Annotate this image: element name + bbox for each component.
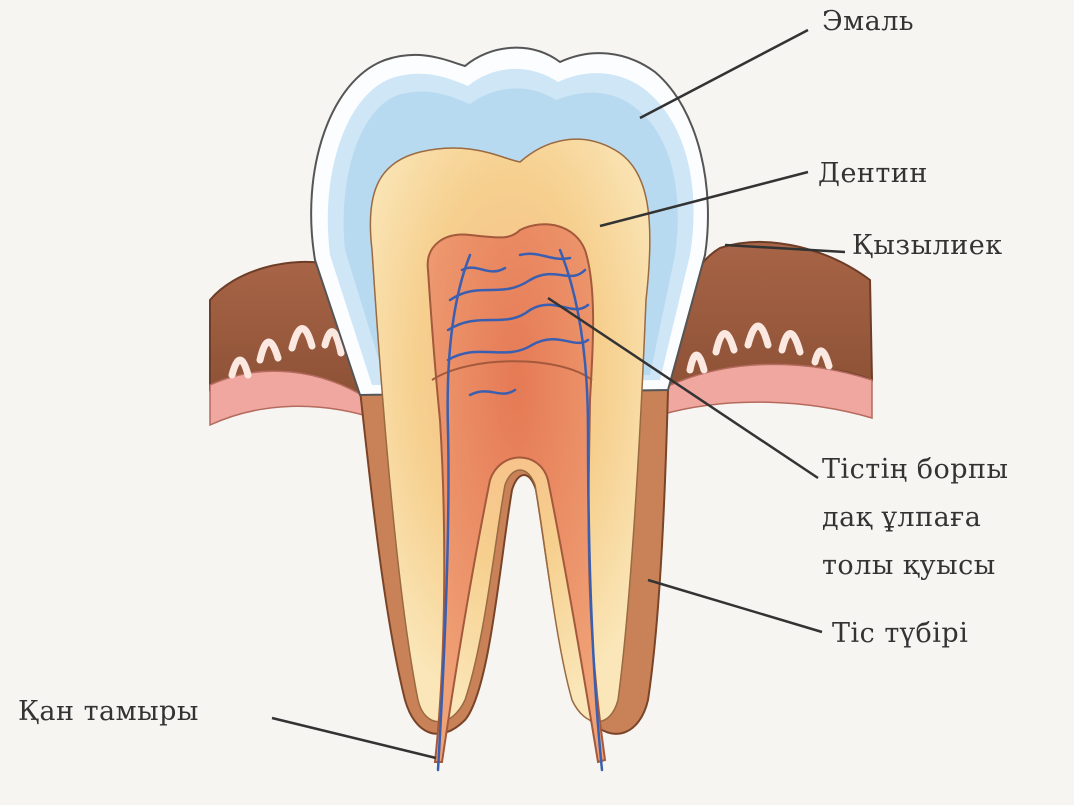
label-pulp-cavity-line-2: дақ ұлпаға	[822, 494, 1009, 542]
label-pulp-cavity: Тістің борпы дақ ұлпаға толы қуысы	[822, 446, 1009, 590]
leader-line-enamel	[640, 30, 808, 118]
label-root: Тіс түбірі	[832, 618, 968, 649]
label-pulp-cavity-line-1: Тістің борпы	[822, 446, 1009, 494]
label-enamel: Эмаль	[822, 6, 914, 37]
label-dentin: Дентин	[818, 158, 928, 189]
leader-line-vessels	[272, 718, 436, 758]
label-gum: Қызылиек	[852, 230, 1003, 261]
label-pulp-cavity-line-3: толы қуысы	[822, 542, 1009, 590]
leader-line-root	[648, 580, 822, 632]
label-blood-vessels: Қан тамыры	[18, 696, 199, 727]
